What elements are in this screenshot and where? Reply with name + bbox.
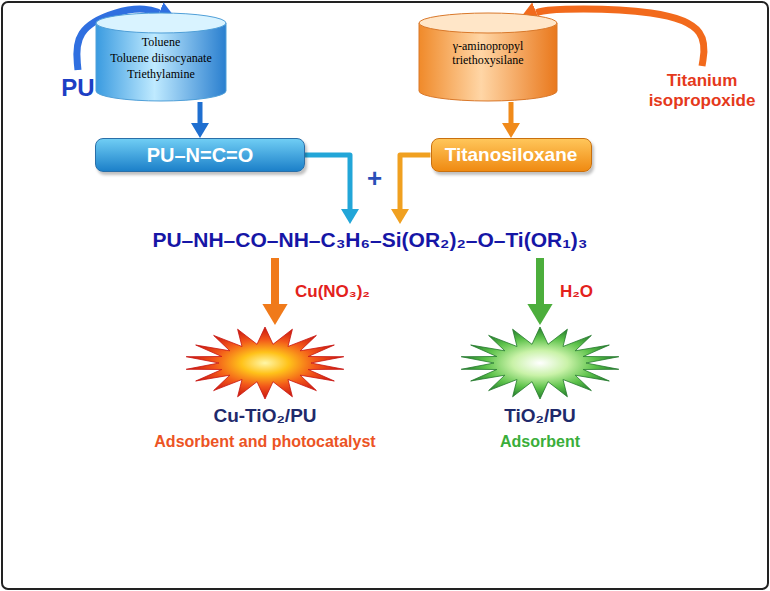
reagent-cylinder: TolueneToluene diisocyanateTriethylamine (95, 12, 227, 102)
node-text: Titanosiloxane (445, 144, 578, 166)
node-text: Titanium isopropoxide (643, 71, 761, 110)
product-formula: PU–NH–CO–NH–C₃H₆–Si(OR₂)₂–O–Ti(OR₁)₃ (80, 224, 660, 256)
intermediate-box: PU–N=C=O (95, 138, 305, 172)
node-text: Triethylamine (127, 68, 195, 82)
reactant-label: PU (57, 72, 99, 104)
node-text: PU (61, 74, 94, 102)
flow-arrow (198, 102, 203, 123)
reactant-label: Titanium isopropoxide (641, 68, 763, 114)
treatment-arrow (536, 258, 544, 304)
node-text: PU–N=C=O (147, 144, 254, 167)
node-text: Adsorbent and photocatalyst (154, 433, 375, 451)
reagent-cylinder: γ-aminopropyl triethoxysilane (418, 12, 558, 102)
flow-arrow (305, 155, 350, 209)
node-text: γ-aminopropyl triethoxysilane (428, 40, 548, 68)
flow-arrow (400, 155, 431, 209)
node-text: TiO₂/PU (504, 405, 575, 427)
edge-label: Cu(NO₃)₂ (293, 282, 372, 302)
edge-label: H₂O (558, 282, 595, 302)
product-burst: Cu-TiO₂/PU Adsorbent and photocatalyst (135, 325, 395, 458)
treatment-arrow (271, 258, 279, 304)
flow-arrow (509, 102, 514, 123)
node-text: PU–NH–CO–NH–C₃H₆–Si(OR₂)₂–O–Ti(OR₁)₃ (152, 228, 587, 252)
reaction-arrow (536, 9, 704, 66)
node-text: Toluene diisocyanate (110, 52, 211, 66)
node-text: Toluene (142, 36, 180, 50)
intermediate-box: Titanosiloxane (431, 138, 592, 172)
plus-sign: + (367, 164, 382, 194)
product-burst: TiO₂/PU Adsorbent (430, 325, 650, 458)
node-text: Adsorbent (500, 433, 580, 451)
node-text: Cu-TiO₂/PU (213, 405, 316, 427)
